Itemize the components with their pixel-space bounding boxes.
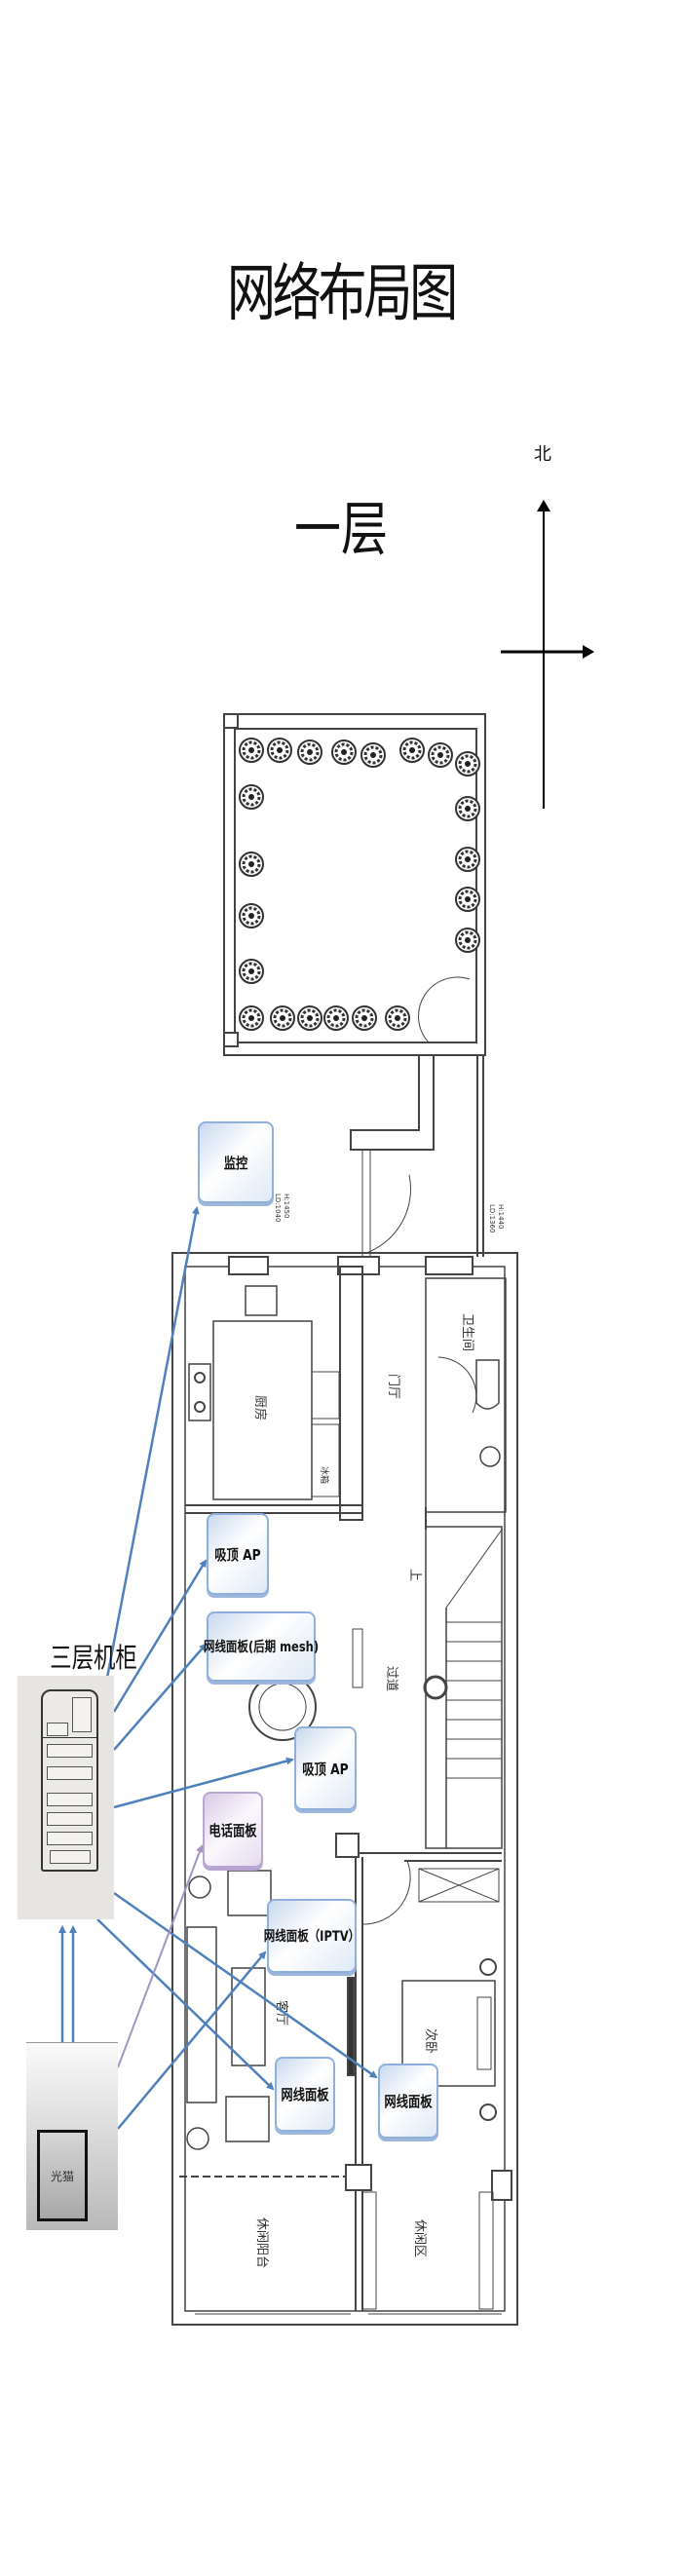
- link-iptv-panel: [117, 1951, 267, 2130]
- dimension-text: H:1450: [283, 1193, 290, 1218]
- room-kitchen: 厨房: [252, 1395, 268, 1421]
- dimension-text: LD:1360: [488, 1204, 496, 1232]
- device-label: 网线面板（IPTV）: [263, 1929, 360, 1945]
- dimension-text: LD:1040: [274, 1193, 282, 1222]
- link-mesh-panel: [113, 1643, 208, 1751]
- device-ceiling-ap-1[interactable]: 吸顶 AP: [207, 1513, 269, 1595]
- device-ceiling-ap-2[interactable]: 吸顶 AP: [294, 1726, 357, 1810]
- garden: [223, 713, 486, 1257]
- device-label: 网线面板(后期 mesh): [203, 1640, 320, 1655]
- room-bathroom: 卫生间: [460, 1313, 474, 1351]
- modem-label: 光猫: [50, 2169, 74, 2183]
- room-leisure: 休闲区: [412, 2219, 427, 2257]
- device-label: 吸顶 AP: [214, 1545, 261, 1564]
- device-lan-panel-mesh[interactable]: 网线面板(后期 mesh): [203, 1611, 320, 1682]
- cabinet-image: [18, 1676, 114, 1919]
- floor-label: 一层: [294, 496, 388, 564]
- room-balcony: 休闲阳台: [254, 2217, 269, 2268]
- modem-image: 光猫: [26, 2042, 118, 2230]
- cabinet-title: 三层机柜: [50, 1642, 137, 1674]
- room-corridor: 过道: [384, 1666, 398, 1691]
- room-living: 客厅: [274, 2000, 289, 2026]
- device-phone-panel[interactable]: 电话面板: [203, 1792, 263, 1868]
- device-label: 吸顶 AP: [302, 1760, 349, 1778]
- house-walls: [171, 1252, 518, 2326]
- link-phone-panel: [117, 1844, 204, 2068]
- link-ceiling-ap-1: [112, 1559, 208, 1713]
- link-lan-panel-bedroom: [113, 1891, 378, 2079]
- room-bedroom: 次卧: [423, 2028, 438, 2054]
- room-foyer: 门厅: [386, 1374, 400, 1399]
- device-lan-panel-iptv[interactable]: 网线面板（IPTV）: [263, 1899, 360, 1973]
- link-monitor: [105, 1206, 200, 1679]
- device-label: 监控: [223, 1154, 248, 1172]
- device-lan-panel-living[interactable]: 网线面板: [275, 2057, 335, 2132]
- device-monitor[interactable]: 监控: [198, 1121, 274, 1203]
- plants: [238, 737, 481, 1032]
- link-ceiling-ap-2: [113, 1757, 294, 1809]
- device-label: 电话面板: [208, 1821, 257, 1839]
- page-title: 网络布局图: [227, 258, 458, 330]
- device-label: 网线面板: [281, 2086, 329, 2103]
- north-label: 北: [534, 444, 551, 465]
- link-lan-panel-living: [96, 1918, 275, 2091]
- room-fridge: 冰箱: [319, 1466, 330, 1484]
- device-label: 网线面板: [384, 2093, 433, 2110]
- dimension-text: H:1440: [497, 1204, 505, 1229]
- device-lan-panel-bedroom[interactable]: 网线面板: [378, 2064, 438, 2139]
- stairs-up-label: 上: [407, 1569, 422, 1581]
- compass-icon: [501, 500, 594, 809]
